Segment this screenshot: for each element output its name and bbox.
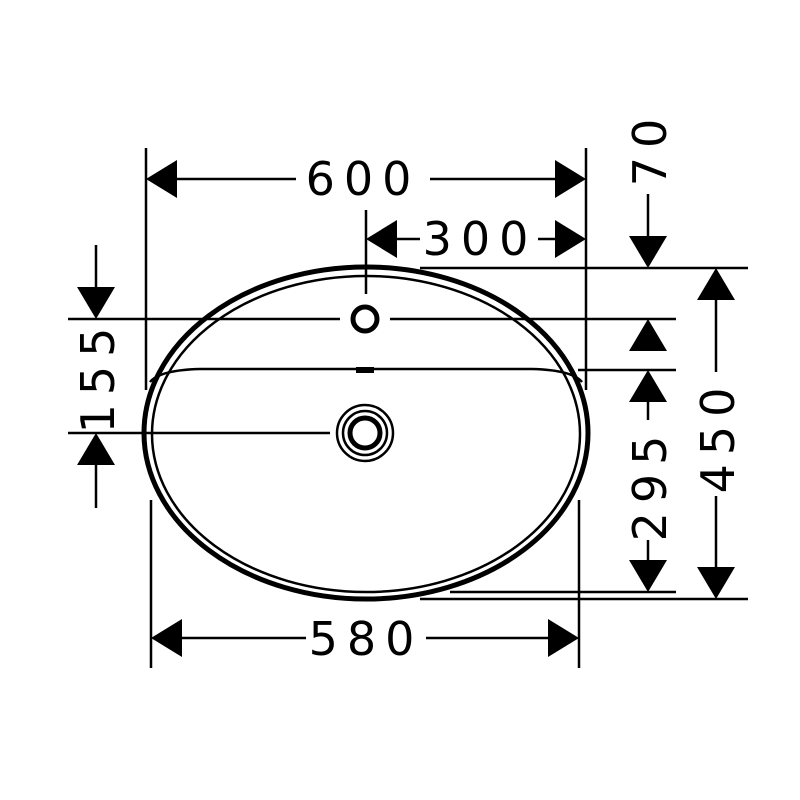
dimension-580-label: 580 (309, 612, 424, 666)
dimension-70-label: 70 (623, 110, 677, 187)
dimension-drain-offset: 155 (71, 245, 125, 508)
dimension-overall-depth: 450 (691, 268, 745, 599)
dimension-top-offset: 70 (623, 110, 677, 268)
dimension-450-label: 450 (691, 379, 745, 494)
dimension-600-label: 600 (306, 152, 421, 206)
dimension-half-width: 300 (366, 212, 586, 266)
dimension-inner-depth: 295 (623, 319, 677, 592)
dimension-155-label: 155 (71, 319, 125, 434)
dimension-300-label: 300 (423, 212, 538, 266)
dimension-overall-width: 600 (146, 152, 586, 206)
drain-outer (335, 403, 395, 463)
tap-hole (350, 304, 380, 334)
drain-middle (341, 409, 389, 457)
drain-inner (347, 415, 383, 451)
dimension-inner-width: 580 (151, 612, 579, 666)
dimension-295-label: 295 (623, 427, 677, 542)
overflow-slot (356, 367, 374, 373)
extension-lines (68, 148, 748, 668)
